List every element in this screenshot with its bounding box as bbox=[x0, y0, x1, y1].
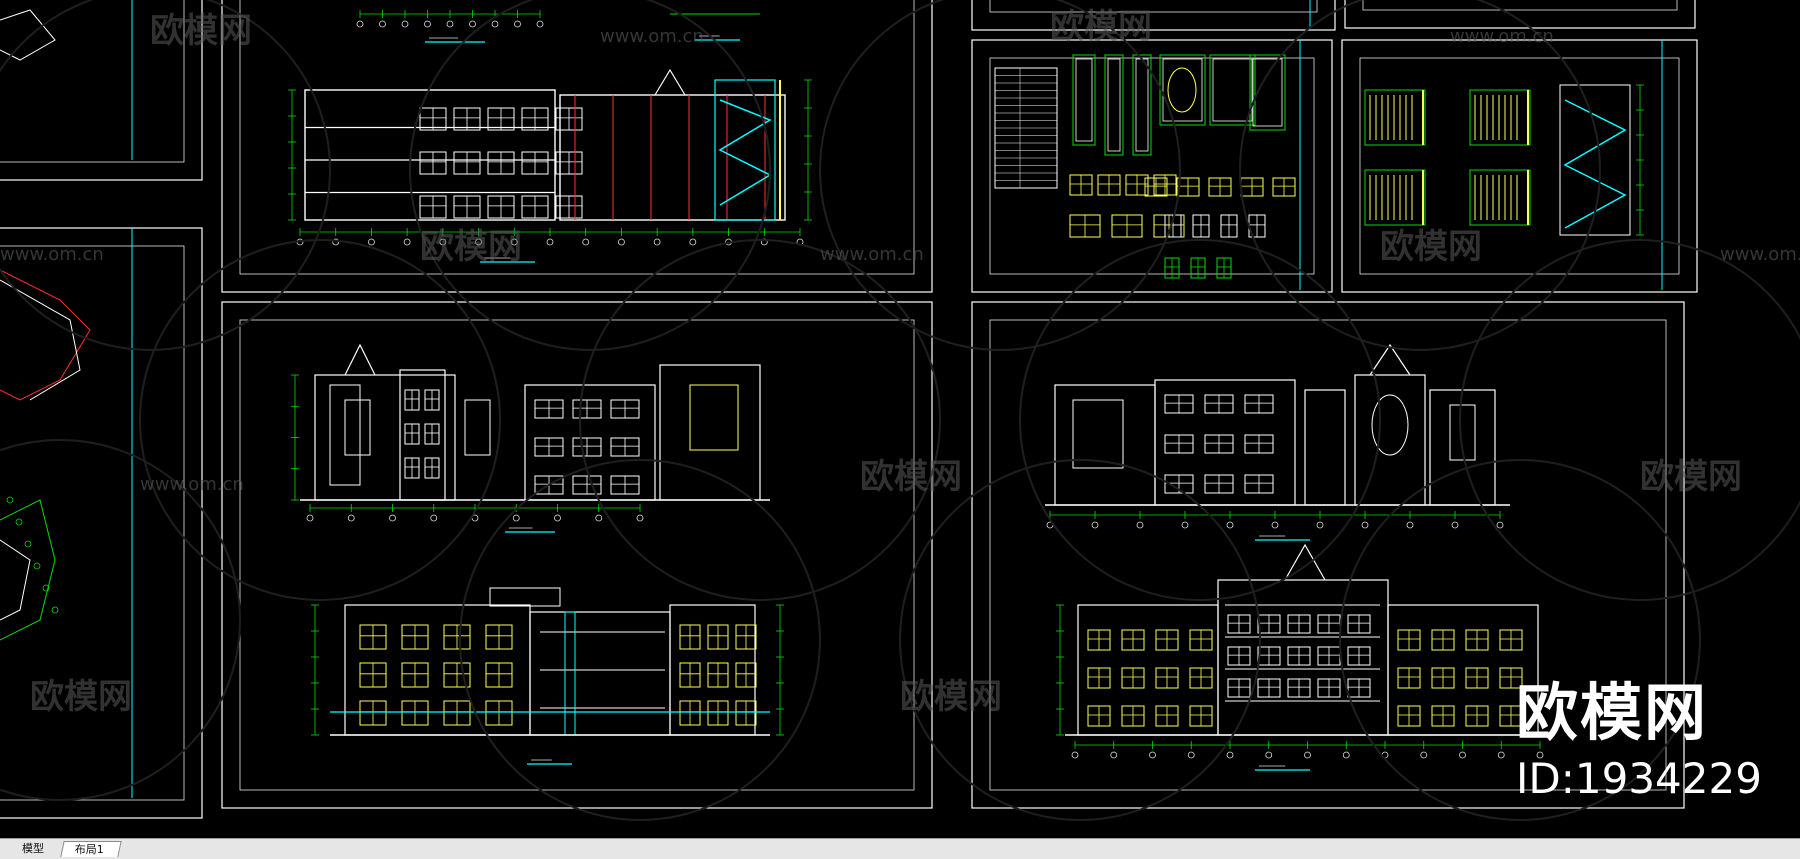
door-window-schedule bbox=[994, 54, 1296, 279]
front-elevation bbox=[291, 343, 770, 533]
cad-drawing-canvas[interactable]: 欧模网欧模网欧模网欧模网欧模网欧模网欧模网欧模网www.om.cnwww.om.… bbox=[0, 0, 1800, 838]
watermark-logo-text: 欧模网 bbox=[1050, 7, 1152, 47]
watermark-logo-text: 欧模网 bbox=[150, 11, 252, 51]
watermark-url-text: www.om.cn bbox=[0, 244, 104, 265]
watermark-layer: 欧模网欧模网欧模网欧模网欧模网欧模网欧模网欧模网www.om.cnwww.om.… bbox=[0, 0, 1800, 821]
section-1-1 bbox=[288, 68, 812, 263]
watermark-url-text: www.om.cn bbox=[820, 244, 924, 265]
watermark-url-text: www.om.cn bbox=[1450, 26, 1554, 47]
left-rotated-plans bbox=[0, 9, 91, 641]
watermark-url-text: www.om.cn bbox=[1720, 244, 1800, 265]
rear-elevation bbox=[311, 587, 784, 765]
watermark-logo-text: 欧模网 bbox=[860, 457, 962, 497]
right-front-elevation bbox=[1045, 343, 1510, 541]
watermark-logo-text: 欧模网 bbox=[420, 227, 522, 267]
tab-model[interactable]: 模型 bbox=[8, 841, 58, 857]
watermark-logo-text: 欧模网 bbox=[1640, 457, 1742, 497]
watermark-logo-text: 欧模网 bbox=[30, 677, 132, 717]
watermark-logo-text: 欧模网 bbox=[900, 677, 1002, 717]
watermark-big-logo: 欧模网 bbox=[1516, 676, 1709, 749]
tab-model-label: 模型 bbox=[22, 842, 44, 855]
watermark-url-text: www.om.cn bbox=[140, 474, 244, 495]
watermark-logo-text: 欧模网 bbox=[1380, 227, 1482, 267]
watermark-url-text: www.om.cn bbox=[600, 26, 704, 47]
tab-layout-1-label: 布局1 bbox=[74, 843, 104, 856]
top-partial-elevation bbox=[356, 10, 760, 43]
right-rear-elevation bbox=[1056, 543, 1550, 771]
stair-details bbox=[1364, 84, 1644, 236]
tab-layout-1[interactable]: 布局1 bbox=[60, 841, 122, 857]
layout-tab-bar: 模型 布局1 bbox=[0, 838, 1800, 859]
watermark-id: ID:1934229 bbox=[1516, 754, 1762, 803]
sheet-frames bbox=[0, 0, 1698, 819]
